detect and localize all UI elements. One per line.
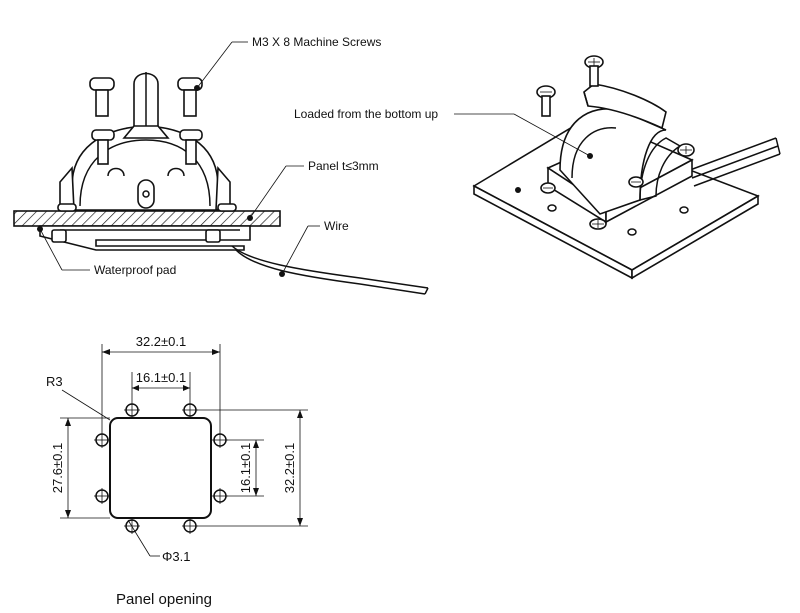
panel-section: [13, 210, 281, 227]
screws-label: M3 X 8 Machine Screws: [252, 35, 381, 49]
iso-screw-top: [584, 55, 604, 87]
drawing-title: Panel opening: [116, 591, 212, 608]
iso-screw-front: [589, 218, 607, 230]
iso-screw-right: [677, 143, 695, 157]
screw-left-upper: [89, 77, 115, 117]
dim-width-outer: 32.2±0.1: [101, 334, 221, 432]
iso-screw-mid: [628, 176, 644, 188]
dim-height-opening-text: 27.6±0.1: [50, 443, 65, 494]
loaded-label: Loaded from the bottom up: [294, 107, 438, 121]
pad-label: Waterproof pad: [94, 263, 176, 277]
dim-height-outer: 32.2±0.1: [196, 409, 308, 527]
mounting-holes: [94, 402, 228, 534]
callout-panel: Panel t≤3mm: [247, 159, 379, 221]
wire-label: Wire: [324, 219, 349, 233]
dim-height-opening: 27.6±0.1: [50, 417, 110, 519]
screw-right-lower: [179, 129, 203, 165]
screw-right-upper: [177, 77, 203, 117]
waterproof-pad-shape: [39, 225, 251, 251]
dim-height-inner: 16.1±0.1: [226, 439, 264, 497]
callout-screws: M3 X 8 Machine Screws: [194, 35, 381, 91]
dim-width-inner-text: 16.1±0.1: [136, 370, 187, 385]
dim-height-inner-text: 16.1±0.1: [238, 443, 253, 494]
iso-screw-left: [540, 182, 556, 194]
isometric-view: Loaded from the bottom up: [294, 55, 781, 280]
dim-width-inner: 16.1±0.1: [131, 370, 191, 402]
screw-left-lower: [91, 129, 115, 165]
side-view: M3 X 8 Machine Screws Panel t≤3mm Wire W…: [13, 35, 429, 295]
radius-callout: R3: [46, 374, 111, 421]
wire-lines: [231, 245, 429, 289]
panel-opening-drawing: 32.2±0.1 16.1±0.1 27.6±0.1 16.1±: [46, 334, 308, 608]
callout-wire: Wire: [279, 219, 349, 277]
iso-lever: [583, 83, 667, 130]
iso-wires: [689, 137, 781, 187]
callout-pad: Waterproof pad: [37, 226, 176, 277]
hole-callout: Φ3.1: [127, 519, 190, 564]
panel-label: Panel t≤3mm: [308, 159, 379, 173]
iso-screw-loose: [536, 85, 556, 117]
callout-loaded: Loaded from the bottom up: [294, 107, 593, 159]
dim-height-outer-text: 32.2±0.1: [282, 443, 297, 494]
hole-text: Φ3.1: [162, 549, 190, 564]
opening-outline: [109, 417, 212, 519]
radius-text: R3: [46, 374, 63, 389]
dim-width-outer-text: 32.2±0.1: [136, 334, 187, 349]
